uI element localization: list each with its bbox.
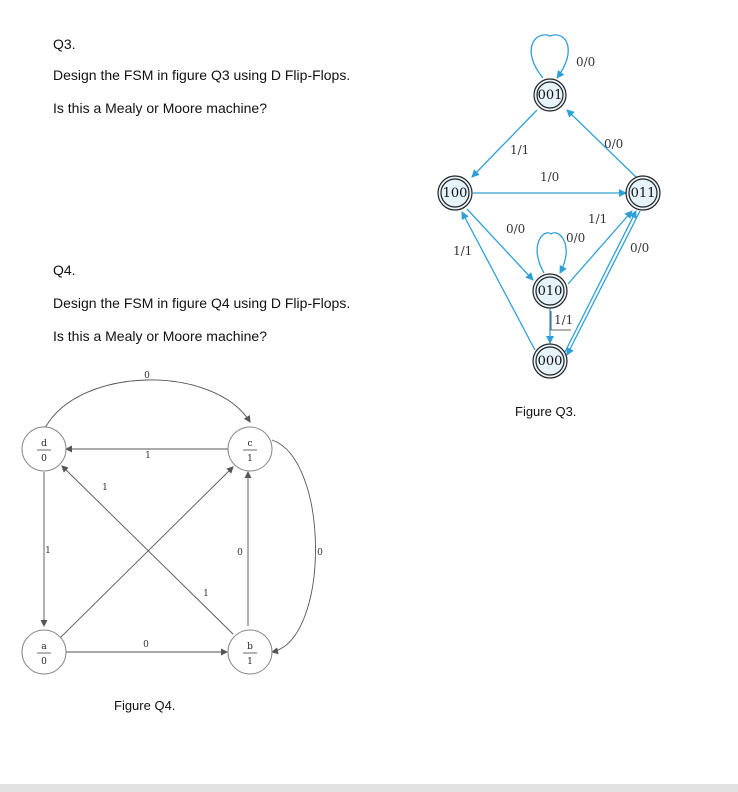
edge-label-a-b: 0	[143, 640, 149, 650]
edge-000-100	[461, 211, 536, 351]
edge-label-000-100: 1/1	[453, 244, 472, 258]
q3-line2: Is this a Mealy or Moore machine?	[53, 100, 267, 116]
state-b	[227, 629, 273, 675]
edge-d-c	[44, 379, 251, 429]
edge-label-000-011: 1/1	[588, 212, 607, 226]
edge-label-010-000: 1/1	[554, 313, 573, 327]
edge-label-100-011: 1/0	[540, 170, 559, 184]
edge-label-011-001: 0/0	[604, 137, 623, 151]
state-a-output: 0	[41, 657, 47, 667]
state-100-label: 100	[443, 186, 468, 201]
edge-label-a-c: 1	[102, 483, 108, 493]
edge-011-001	[566, 109, 637, 178]
q4-title: Q4.	[53, 262, 76, 278]
q3-title: Q3.	[53, 36, 76, 52]
edge-label-010-self: 0/0	[566, 231, 585, 245]
state-001-label: 001	[538, 88, 563, 103]
state-c-name: c	[247, 439, 252, 449]
q4-line2: Is this a Mealy or Moore machine?	[53, 328, 267, 344]
edge-label-c-d: 1	[145, 451, 151, 461]
edge-label-d-c: 0	[144, 371, 150, 381]
edge-000-011	[564, 210, 637, 353]
state-011-label: 011	[631, 186, 656, 201]
edge-a-c	[59, 466, 234, 639]
q4-line1: Design the FSM in figure Q4 using D Flip…	[53, 295, 351, 311]
state-010	[532, 273, 568, 309]
edge-011-000	[566, 210, 641, 356]
edge-001-self	[530, 34, 569, 79]
edge-label-010-011: 0/0	[630, 241, 649, 255]
state-011	[625, 175, 661, 211]
edge-label-001-100: 1/1	[510, 143, 529, 157]
bottom-scrollbar-strip	[0, 784, 738, 792]
state-c	[227, 426, 273, 472]
state-a	[21, 629, 67, 675]
edge-label-b-d: 1	[203, 589, 209, 599]
state-000	[532, 343, 568, 379]
state-100	[437, 175, 473, 211]
edge-001-100	[471, 109, 538, 178]
state-000-label: 000	[538, 354, 563, 369]
state-a-name: a	[41, 642, 47, 652]
state-d-output: 0	[41, 454, 47, 464]
edge-label-100-010: 0/0	[506, 222, 525, 236]
edge-b-d	[61, 465, 234, 635]
edge-010-011	[567, 210, 633, 285]
state-d	[21, 426, 67, 472]
figure-q3-caption: Figure Q3.	[515, 404, 577, 419]
state-b-output: 1	[247, 657, 253, 667]
q3-line1: Design the FSM in figure Q3 using D Flip…	[53, 67, 351, 83]
edge-label-b-c: 0	[237, 548, 243, 558]
edge-label-c-b: 0	[317, 548, 323, 558]
edge-100-010	[466, 208, 534, 281]
state-b-name: b	[247, 642, 253, 652]
state-d-name: d	[41, 439, 47, 449]
edge-c-b	[271, 439, 316, 655]
edge-label-d-a: 1	[45, 546, 51, 556]
state-010-label: 010	[538, 284, 563, 299]
figure-q4-caption: Figure Q4.	[114, 698, 176, 713]
state-c-output: 1	[247, 454, 253, 464]
edge-010-self	[536, 232, 567, 274]
state-001	[533, 78, 567, 112]
edge-label-001-self: 0/0	[576, 55, 595, 69]
